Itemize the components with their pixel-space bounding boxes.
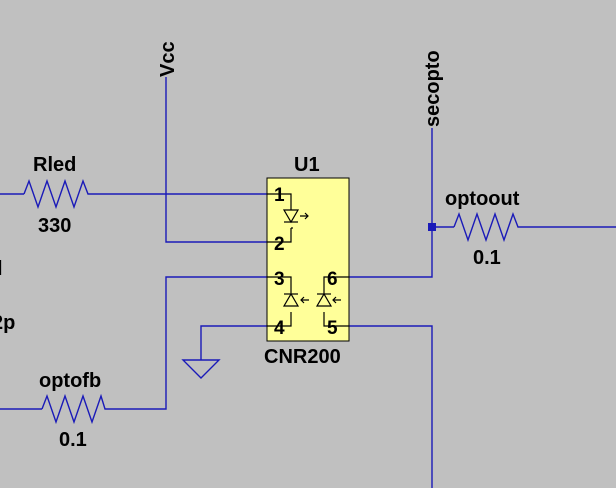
resistor-rled[interactable] xyxy=(23,178,93,210)
clipped-label-1: l xyxy=(0,258,3,280)
ic-u1-ref-label: U1 xyxy=(294,154,320,176)
clipped-label-2: 2p xyxy=(0,312,15,334)
photodiode-2-icon xyxy=(315,292,341,307)
net-label-vcc: Vcc xyxy=(157,41,179,77)
wire-optofb-to-pin3 xyxy=(0,276,267,410)
led-icon xyxy=(282,209,309,229)
ic-u1-pd1-leads xyxy=(267,276,292,327)
ic-u1-body xyxy=(266,177,350,342)
net-label-secopto: secopto xyxy=(422,50,444,127)
optoout-ref-label: optoout xyxy=(445,188,520,210)
ic-u1-pin-3-label: 3 xyxy=(274,269,285,290)
ground-symbol[interactable] xyxy=(181,359,221,379)
wire-pin4-to-ground xyxy=(200,325,267,360)
rled-value-label: 330 xyxy=(38,215,71,237)
wire-vcc-to-pin2 xyxy=(165,77,267,243)
ic-u1-pd2-leads xyxy=(323,276,349,327)
junction-dot xyxy=(428,223,436,231)
rled-ref-label: Rled xyxy=(33,154,76,176)
ic-u1-pin-6-label: 6 xyxy=(327,269,338,290)
wire-pin5-down xyxy=(349,325,433,488)
optoout-value-label: 0.1 xyxy=(473,247,501,269)
ic-u1-pin-2-label: 2 xyxy=(274,234,285,255)
wire-secopto xyxy=(349,128,433,278)
ic-u1[interactable]: 1 2 3 4 6 5 xyxy=(266,177,350,342)
resistor-optoout[interactable] xyxy=(453,211,522,243)
optofb-ref-label: optofb xyxy=(39,370,101,392)
ic-u1-value-label: CNR200 xyxy=(264,346,341,368)
optofb-value-label: 0.1 xyxy=(59,429,87,451)
ic-u1-pin-4-label: 4 xyxy=(274,318,285,339)
photodiode-1-icon xyxy=(282,292,309,307)
wires xyxy=(0,77,616,488)
ic-u1-pin-1-label: 1 xyxy=(274,185,285,206)
resistor-optofb[interactable] xyxy=(41,393,108,425)
ic-u1-led-leads xyxy=(267,193,292,243)
ic-u1-pin-5-label: 5 xyxy=(327,318,338,339)
